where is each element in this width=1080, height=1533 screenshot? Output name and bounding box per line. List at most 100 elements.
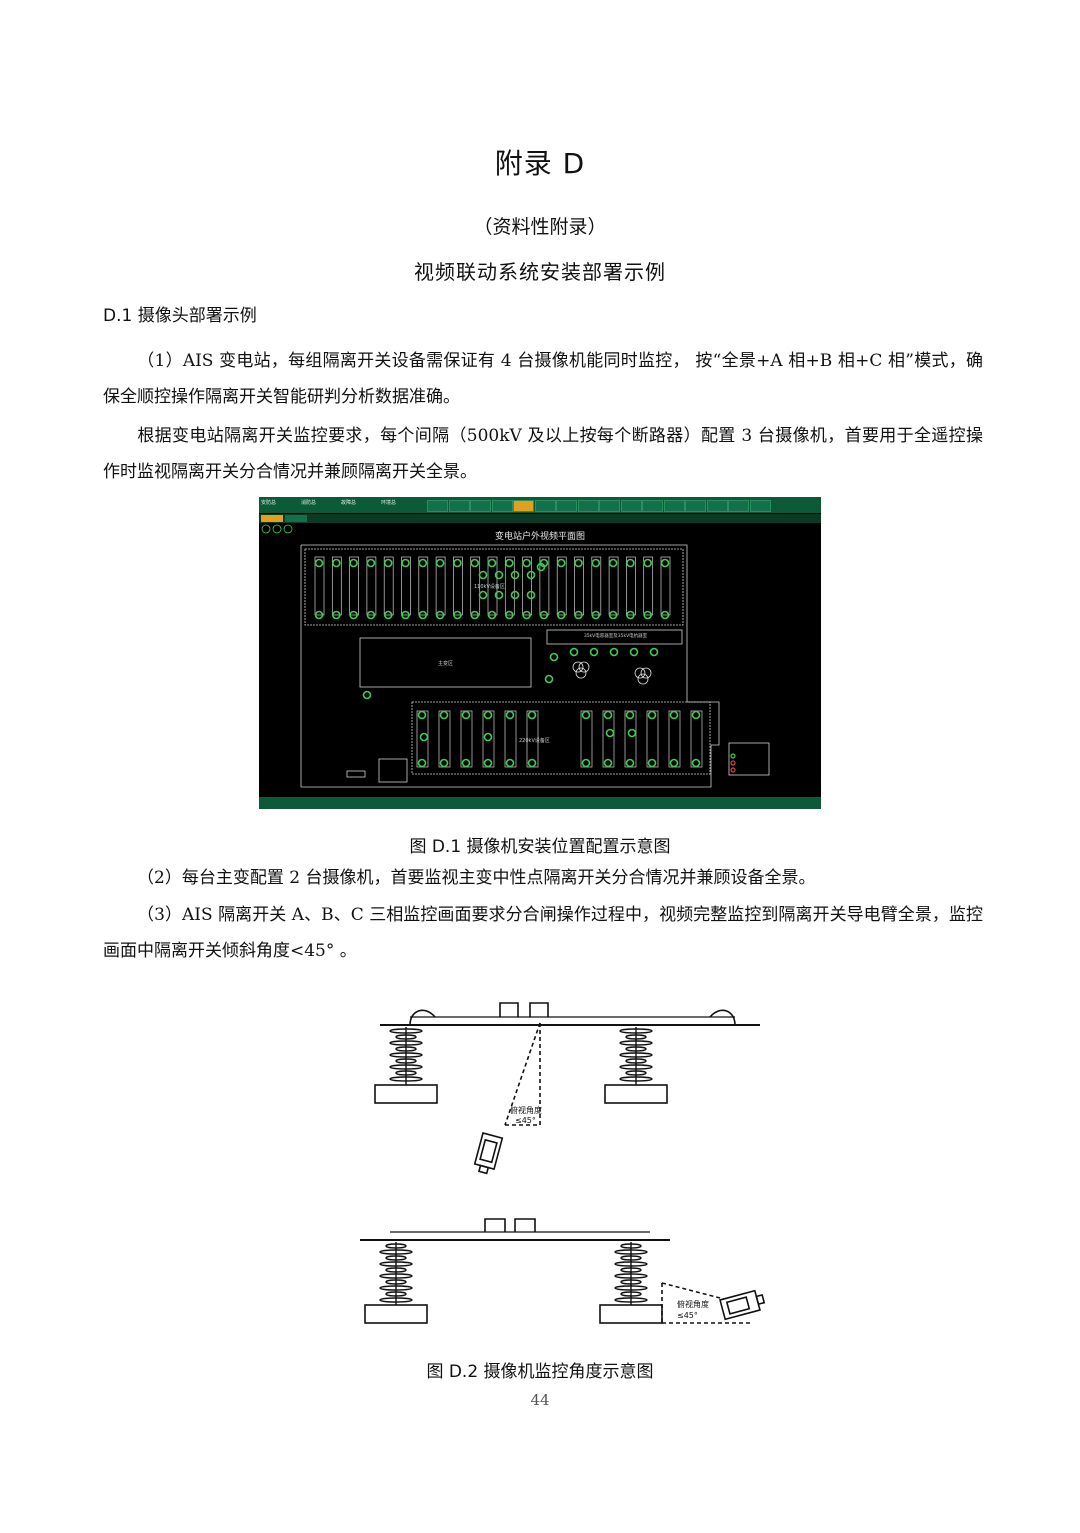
camera-icon (483, 710, 493, 720)
bay-110kv (504, 556, 515, 616)
insulator-shed (625, 1058, 647, 1064)
camera-icon (629, 647, 639, 657)
camera-icon (383, 558, 393, 568)
bay-220kv (602, 710, 615, 768)
camera-icon (669, 758, 679, 768)
substation-plan (261, 524, 770, 788)
camera-icon (605, 728, 615, 738)
camera-icon (435, 610, 445, 620)
bay-220kv (580, 710, 593, 768)
camera-icon (505, 558, 514, 568)
insulator-shed (625, 1034, 647, 1040)
screen-title: 变电站户外视频平面图 (494, 532, 585, 542)
insulator-shed (620, 1255, 642, 1261)
insulator-shed (619, 1040, 653, 1046)
insulator-shed (619, 1052, 653, 1058)
insulator-shed (379, 1297, 413, 1303)
camera-icon (626, 558, 635, 568)
camera-icon (470, 610, 479, 620)
bay-220kv (460, 710, 473, 768)
insulator-shed (379, 1273, 413, 1279)
insulator-shed (614, 1261, 648, 1267)
bay-220kv (668, 710, 681, 768)
insulator-shed (620, 1267, 642, 1273)
zone-220kv-label: 220kV设备区 (519, 738, 550, 744)
screen-statusbar (259, 797, 821, 809)
camera-icon (522, 610, 531, 620)
page-number: 44 (530, 1391, 550, 1409)
appendix-note: （资料性附录） (473, 216, 607, 238)
insulator-shed (620, 1279, 642, 1285)
appendix-heading: 附录 D (494, 147, 586, 180)
camera-icon (603, 710, 613, 720)
paragraph-3-text: （2）每台主变配置 2 台摄像机，首要监视主变中性点隔离开关分合情况并兼顾设备全… (137, 868, 816, 888)
paragraph-1-text: （1）AIS 变电站，每组隔离开关设备需保证有 4 台摄像机能同时监控， 按“全… (103, 351, 983, 407)
camera-icon (483, 732, 493, 742)
toolbar-tab (706, 500, 728, 512)
toolbar-tab (642, 500, 663, 512)
camera-icon (435, 558, 445, 568)
camera-icon (625, 758, 635, 768)
bay-110kv (539, 556, 550, 616)
bay-110kv (591, 556, 602, 616)
paragraph-4-text: （3）AIS 隔离开关 A、B、C 三相监控画面要求分合闸操作过程中，视频完整监… (103, 905, 983, 961)
toolbar-tab (491, 500, 513, 512)
camera-icon (453, 610, 462, 620)
paragraph-2: 根据变电站隔离开关监控要求，每个间隔（500kV 及以上按每个断路器）配置 3 … (103, 418, 983, 490)
top-tab-4: 环境总 (381, 500, 397, 506)
angle-value-top: ≤45° (515, 1116, 536, 1125)
camera-icon (439, 758, 449, 768)
insulator-shed (385, 1255, 407, 1261)
camera-icon (383, 610, 393, 620)
bay-220kv (690, 710, 703, 768)
camera-icon (401, 558, 410, 568)
toolbar-tab (577, 500, 599, 512)
camera-layout-screenshot: 安防总 消防总 故障总 环境总 变电站户外视频平面图 (259, 497, 821, 809)
top-tab-3: 故障总 (341, 500, 357, 506)
camera-icon (526, 570, 536, 580)
insulator-shed (614, 1297, 648, 1303)
camera-icon (691, 758, 701, 768)
camera-angle-diagram: 俯视角度 ≤45° 俯视角度 ≤45° (360, 1002, 766, 1324)
camera-icon (574, 610, 583, 620)
toolbar-tab (427, 500, 448, 512)
camera-icon (366, 558, 376, 568)
paragraph-4: （3）AIS 隔离开关 A、B、C 三相监控画面要求分合闸操作过程中，视频完整监… (103, 897, 983, 969)
camera-icon (591, 558, 601, 568)
bay-110kv (314, 556, 325, 616)
camera-icon (510, 590, 520, 600)
camera-icon (470, 558, 479, 568)
camera-icon (487, 610, 497, 620)
bay-110kv (487, 556, 498, 616)
insulator-shed (389, 1076, 423, 1082)
bay-110kv (522, 556, 532, 616)
insulator-shed (395, 1046, 417, 1052)
bay-220kv (646, 710, 659, 768)
toolbar-tab (556, 500, 577, 512)
insulator-shed (620, 1291, 642, 1297)
bay-110kv (608, 556, 619, 616)
toolbar-tab (685, 500, 706, 512)
camera-icon (574, 558, 583, 568)
toolbar-tab (599, 500, 620, 512)
bay-110kv (435, 556, 446, 616)
camera-icon (609, 647, 619, 657)
camera-icon (332, 558, 341, 568)
camera-icon (539, 610, 549, 620)
zone-reactor-label: 35kV电容器室及35kV电抗器室 (583, 634, 648, 639)
camera-icon (627, 728, 637, 738)
bay-110kv (660, 556, 671, 616)
camera-icon (349, 558, 358, 568)
toolbar-tab (448, 500, 470, 512)
camera-icon (649, 647, 659, 657)
insulator-shed (385, 1267, 407, 1273)
camera-icon (660, 558, 670, 568)
camera-icon (608, 610, 618, 620)
bay-110kv (418, 556, 429, 616)
insulator-shed (395, 1070, 417, 1076)
bay-110kv (349, 556, 359, 616)
camera-icon (581, 758, 591, 768)
camera-icon (544, 674, 554, 684)
camera-icon (453, 558, 462, 568)
angle-value-bottom: ≤45° (677, 1311, 698, 1320)
